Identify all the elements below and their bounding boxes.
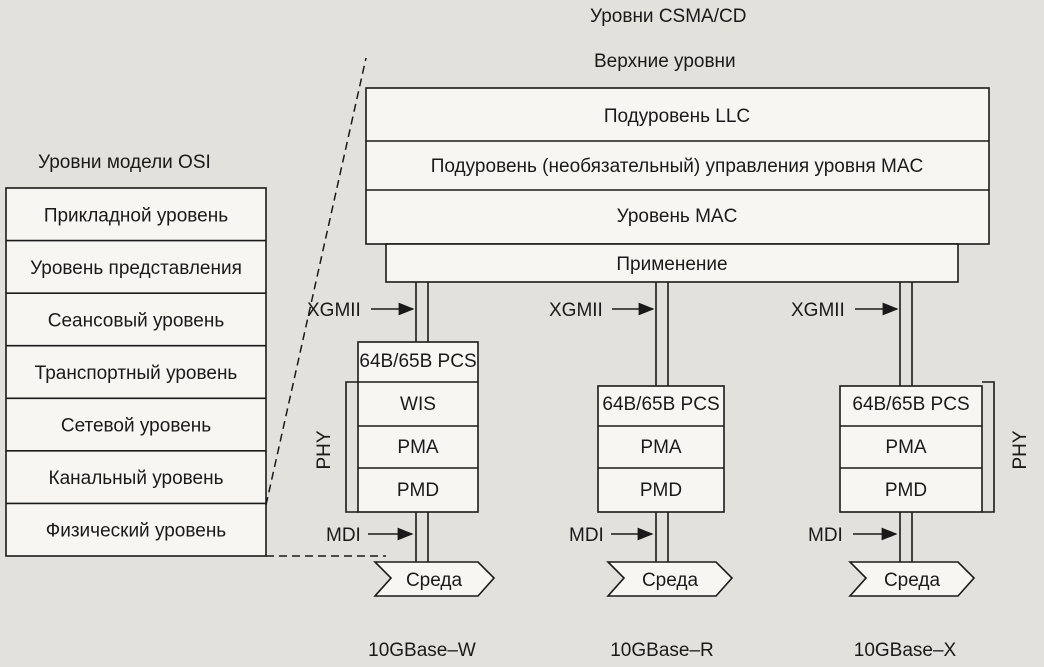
- mac-control-sublayer: Подуровень (необязательный) управления у…: [431, 156, 923, 177]
- w-wis: WIS: [400, 394, 436, 415]
- reconciliation-label: Применение: [616, 254, 727, 275]
- x-medium-shape: [848, 561, 976, 597]
- reconciliation-box: [385, 243, 959, 283]
- w-pmd: PMD: [397, 480, 439, 501]
- csma-title: Уровни CSMA/CD: [590, 6, 746, 27]
- osi-layer: Сетевой уровень: [61, 416, 211, 437]
- column-10gbase-w: XGMII 64B/65B PCS WIS PMA PMD MDI Среда …: [307, 282, 496, 661]
- xgmii-label-w: XGMII: [307, 300, 361, 321]
- mdi-label-w: MDI: [326, 525, 361, 546]
- csma-stack-box: [365, 87, 990, 245]
- phy-bracket-right: [982, 381, 995, 513]
- phy-bracket-label-right: PHY: [1010, 430, 1031, 469]
- w-pcs: 64B/65B PCS: [359, 351, 476, 372]
- w-phy-stack: [357, 341, 479, 513]
- xgmii-label-r: XGMII: [549, 300, 603, 321]
- phy-bracket-label-left: PHY: [314, 430, 335, 469]
- osi-title: Уровни модели OSI: [38, 152, 211, 173]
- w-pma: PMA: [397, 437, 439, 458]
- w-medium-shape: [373, 561, 496, 597]
- variant-10gbase-x: 10GBase–X: [854, 640, 957, 661]
- r-medium: Среда: [642, 570, 699, 591]
- osi-layer: Физический уровень: [46, 521, 227, 542]
- osi-layer: Уровень представления: [30, 258, 242, 279]
- variant-10gbase-w: 10GBase–W: [368, 640, 476, 661]
- column-10gbase-x: XGMII 64B/65B PCS PMA PMD MDI Среда 10GB…: [791, 282, 983, 661]
- r-medium-shape: [606, 561, 734, 597]
- w-medium: Среда: [406, 570, 463, 591]
- phy-bracket-left: [345, 381, 358, 513]
- xgmii-label-x: XGMII: [791, 300, 845, 321]
- zoom-connector-top: [265, 57, 367, 506]
- x-medium: Среда: [884, 570, 941, 591]
- x-pma: PMA: [885, 437, 927, 458]
- osi-stack-box: [5, 187, 267, 557]
- mdi-label-r: MDI: [569, 525, 604, 546]
- variant-10gbase-r: 10GBase–R: [610, 640, 714, 661]
- llc-sublayer: Подуровень LLC: [604, 106, 750, 127]
- r-phy-stack: [597, 385, 725, 513]
- osi-layer: Прикладной уровень: [44, 205, 228, 226]
- osi-layer: Транспортный уровень: [35, 363, 238, 384]
- r-pcs: 64B/65B PCS: [602, 394, 719, 415]
- x-pmd: PMD: [885, 480, 927, 501]
- x-pcs: 64B/65B PCS: [852, 394, 969, 415]
- osi-layer: Канальный уровень: [49, 468, 224, 489]
- r-pmd: PMD: [640, 480, 682, 501]
- mdi-label-x: MDI: [808, 525, 843, 546]
- osi-layer: Сеансовый уровень: [48, 310, 225, 331]
- r-pma: PMA: [640, 437, 682, 458]
- upper-layers-label: Верхние уровни: [594, 51, 736, 72]
- column-10gbase-r: XGMII 64B/65B PCS PMA PMD MDI Среда 10GB…: [549, 282, 734, 661]
- x-phy-stack: [839, 385, 983, 513]
- mac-layer: Уровень MAC: [617, 206, 738, 227]
